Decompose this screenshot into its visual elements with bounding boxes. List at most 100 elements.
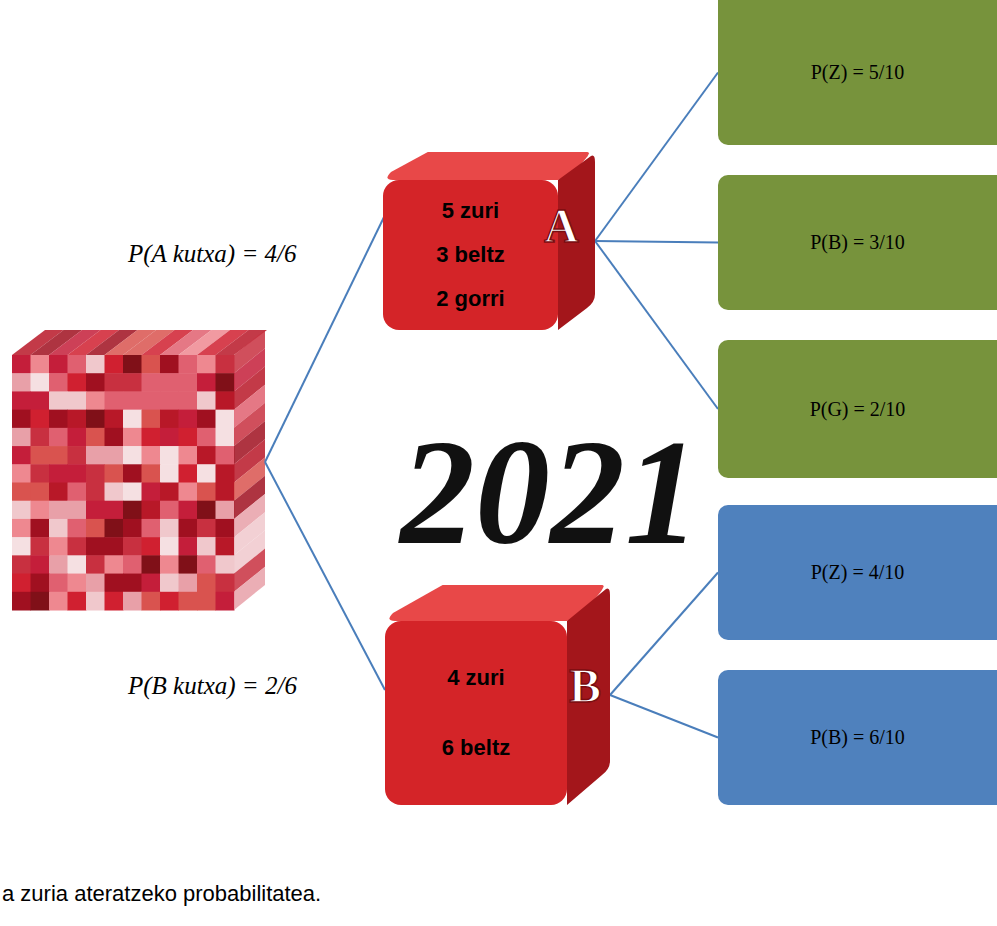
cube-pixel [105, 428, 124, 447]
cube-pixel [142, 464, 161, 483]
cube-pixel [105, 355, 124, 374]
cube-pixel [197, 410, 216, 429]
cube-pixel [105, 519, 124, 538]
cube-pixel [179, 519, 198, 538]
die-label-area: 4 zuri 6 beltz [385, 621, 567, 805]
cube-pixel [105, 483, 124, 502]
cube-pixel [31, 446, 50, 465]
cube-pixel [105, 391, 124, 410]
cube-pixel [179, 355, 198, 374]
cube-pixel [179, 483, 198, 502]
probability-box: P(Z) = 4/10 [718, 505, 997, 640]
cube-pixel [160, 464, 179, 483]
ball-count: 2 gorri [436, 286, 504, 312]
cube-pixel [216, 391, 235, 410]
cube-pixel [12, 373, 31, 392]
cube-pixel [12, 519, 31, 538]
cube-pixel [105, 410, 124, 429]
cube-pixel [31, 483, 50, 502]
cube-pixel [12, 574, 31, 593]
cube-pixel [49, 501, 68, 520]
cube-pixel [216, 355, 235, 374]
cube-pixel [160, 574, 179, 593]
cube-pixel [123, 373, 142, 392]
cube-pixel [179, 446, 198, 465]
cube-pixel [160, 501, 179, 520]
cube-pixel [86, 519, 105, 538]
probability-text: P(Z) = 4/10 [811, 561, 905, 584]
cube-pixel [197, 501, 216, 520]
pixelated-cube [12, 330, 267, 611]
cube-pixel [68, 574, 87, 593]
cube-pixel [123, 574, 142, 593]
cube-pixel [142, 391, 161, 410]
cube-pixel [86, 373, 105, 392]
cube-pixel [142, 555, 161, 574]
cube-pixel [142, 574, 161, 593]
cube-pixel [49, 446, 68, 465]
ball-count: 6 beltz [442, 735, 510, 761]
cube-pixel [49, 592, 68, 611]
cube-pixel [142, 501, 161, 520]
cube-pixel [68, 373, 87, 392]
cube-pixel [12, 410, 31, 429]
cube-pixel [49, 464, 68, 483]
tree-branch [595, 241, 718, 243]
cube-pixel [31, 373, 50, 392]
cube-pixel [160, 519, 179, 538]
cube-pixel [31, 537, 50, 556]
cube-pixel [49, 537, 68, 556]
cube-pixel [31, 391, 50, 410]
cube-pixel [68, 592, 87, 611]
cube-pixel [105, 592, 124, 611]
ball-count: 3 beltz [436, 242, 504, 268]
cube-pixel [12, 355, 31, 374]
die-label-area: 5 zuri3 beltz2 gorri [383, 180, 558, 330]
die-side-face [567, 589, 610, 805]
cube-pixel [216, 592, 235, 611]
cube-pixel [123, 555, 142, 574]
probability-text: P(G) = 2/10 [810, 398, 906, 421]
cube-pixel [142, 355, 161, 374]
cube-pixel [68, 428, 87, 447]
cube-pixel [142, 410, 161, 429]
die-letter: B [569, 660, 601, 713]
ball-count: 4 zuri [447, 665, 504, 691]
cube-pixel [160, 537, 179, 556]
cube-pixel [142, 592, 161, 611]
cube-pixel [160, 446, 179, 465]
cube-pixel [68, 355, 87, 374]
cube-pixel [86, 555, 105, 574]
cube-pixel [68, 537, 87, 556]
cube-pixel [197, 391, 216, 410]
cube-pixel [31, 574, 50, 593]
cube-pixel [68, 483, 87, 502]
cube-pixel [179, 555, 198, 574]
die-letter: A [544, 200, 579, 253]
cube-pixel [86, 410, 105, 429]
cube-pixel [49, 391, 68, 410]
cube-pixel [49, 483, 68, 502]
cube-pixel [216, 464, 235, 483]
cube-pixel [179, 428, 198, 447]
die-front-face [385, 621, 567, 805]
probability-box: P(Z) = 5/10 [718, 0, 997, 145]
cube-pixel [142, 483, 161, 502]
cube-pixel [123, 355, 142, 374]
cube-pixel [123, 391, 142, 410]
watermark: 2021 [400, 410, 700, 575]
cube-pixel [179, 373, 198, 392]
cube-pixel [12, 428, 31, 447]
cube-pixel [123, 483, 142, 502]
cube-pixel [160, 592, 179, 611]
cube-pixel [12, 537, 31, 556]
cube-pixel [86, 483, 105, 502]
cube-pixel [123, 501, 142, 520]
cube-pixel [160, 373, 179, 392]
cube-pixel [197, 519, 216, 538]
cube-pixel [86, 391, 105, 410]
cube-pixel [197, 592, 216, 611]
cube-pixel [216, 537, 235, 556]
cube-pixel [179, 501, 198, 520]
cube-pixel [123, 410, 142, 429]
